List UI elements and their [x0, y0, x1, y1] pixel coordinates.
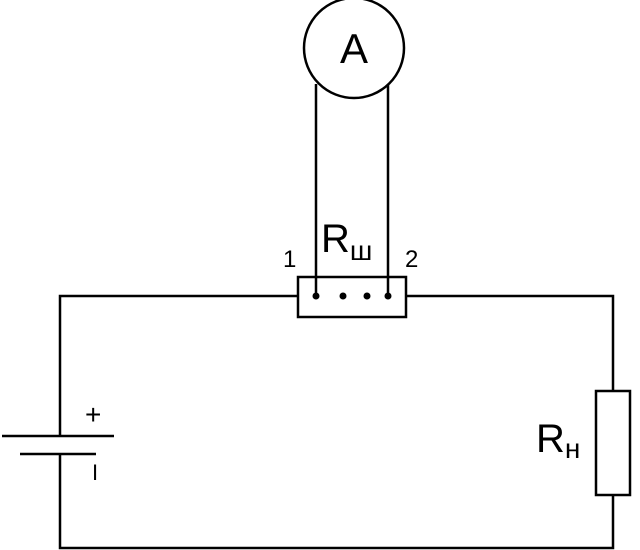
shunt-label: Rш	[321, 217, 372, 266]
ammeter-circle	[302, 0, 406, 100]
shunt-dot	[363, 292, 371, 300]
load-label-main: R	[536, 417, 565, 461]
shunt-label-sub: ш	[350, 235, 372, 266]
shunt-terminal-label-1: 1	[283, 246, 296, 273]
ammeter-symbol: A	[340, 25, 368, 72]
shunt-terminal-dot-2	[384, 292, 392, 300]
shunt-terminal-dot-1	[312, 292, 320, 300]
shunt-dot	[339, 292, 347, 300]
wire-top-right	[406, 294, 615, 391]
load-resistor	[594, 389, 632, 497]
shunt-terminal-label-2: 2	[405, 246, 418, 273]
shunt-resistor	[296, 275, 408, 319]
wire-top-left	[58, 294, 298, 436]
shunt-label-main: R	[321, 217, 350, 261]
load-label: Rн	[536, 417, 580, 464]
load-label-sub: н	[565, 433, 580, 464]
battery-minus-label: I	[92, 460, 98, 485]
wire-bottom	[58, 454, 615, 550]
battery-plus-label: +	[85, 399, 101, 430]
